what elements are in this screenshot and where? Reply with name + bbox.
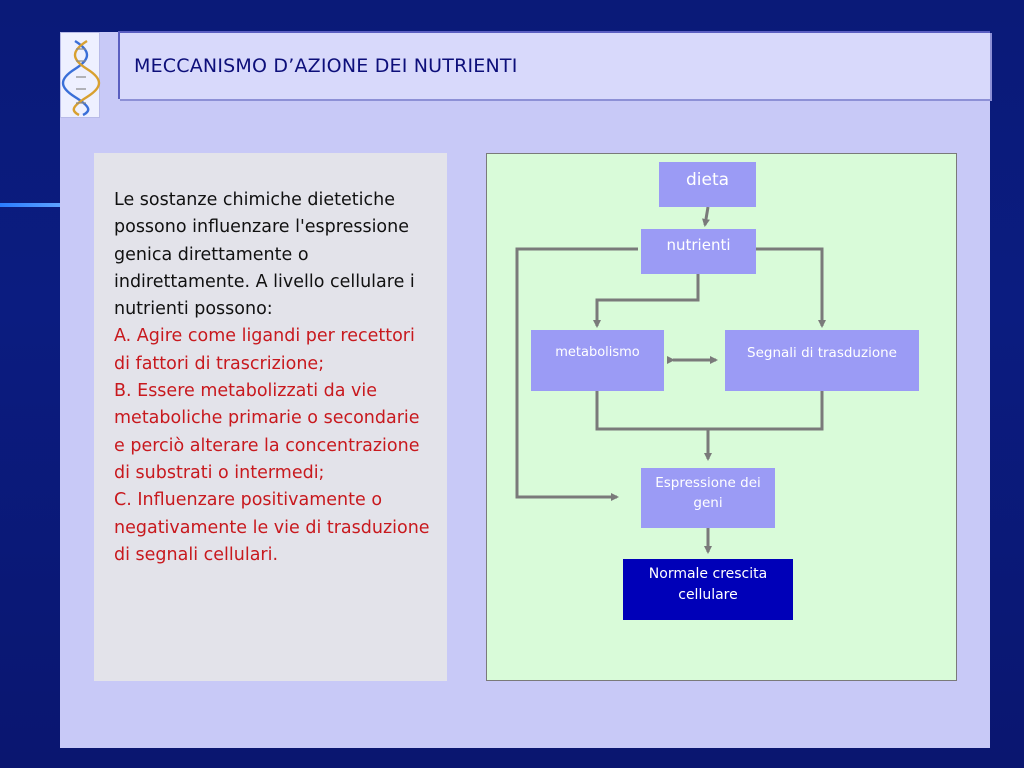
point-c-text: C. Influenzare positivamente o negativam… bbox=[114, 490, 430, 565]
dna-helix-icon bbox=[61, 39, 101, 117]
title-bar: MECCANISMO D’AZIONE DEI NUTRIENTI bbox=[118, 31, 990, 99]
text-panel: Le sostanze chimiche dietetiche possono … bbox=[94, 153, 447, 681]
node-espressione-geni: Espressione dei geni bbox=[641, 468, 775, 528]
arrow-nutrienti-segnali bbox=[756, 247, 826, 328]
diagram-connectors bbox=[515, 206, 826, 554]
point-a-text: A. Agire come ligandi per recettori di f… bbox=[114, 326, 415, 374]
node-nutrienti: nutrienti bbox=[641, 229, 756, 274]
node-normale-crescita: Normale crescita cellulare bbox=[623, 559, 793, 620]
intro-text: Le sostanze chimiche dietetiche possono … bbox=[114, 190, 415, 320]
arrow-nutrienti-metabolismo bbox=[593, 274, 700, 328]
flow-diagram: dieta nutrienti metabolismo Segnali di t… bbox=[486, 153, 957, 681]
page-title: MECCANISMO D’AZIONE DEI NUTRIENTI bbox=[134, 55, 518, 77]
decorative-accent-line bbox=[0, 203, 80, 207]
node-dieta: dieta bbox=[659, 162, 756, 207]
node-metabolismo: metabolismo bbox=[531, 330, 664, 391]
logo-box bbox=[60, 32, 101, 118]
node-segnali-trasduzione: Segnali di trasduzione bbox=[725, 330, 919, 391]
description-text: Le sostanze chimiche dietetiche possono … bbox=[114, 187, 434, 569]
arrow-nutrienti-espressione bbox=[515, 247, 638, 501]
arrow-dieta-nutrienti bbox=[702, 206, 710, 227]
point-b-text: B. Essere metabolizzati da vie metabolic… bbox=[114, 381, 420, 483]
arrow-metabolismo-merge bbox=[595, 391, 824, 431]
